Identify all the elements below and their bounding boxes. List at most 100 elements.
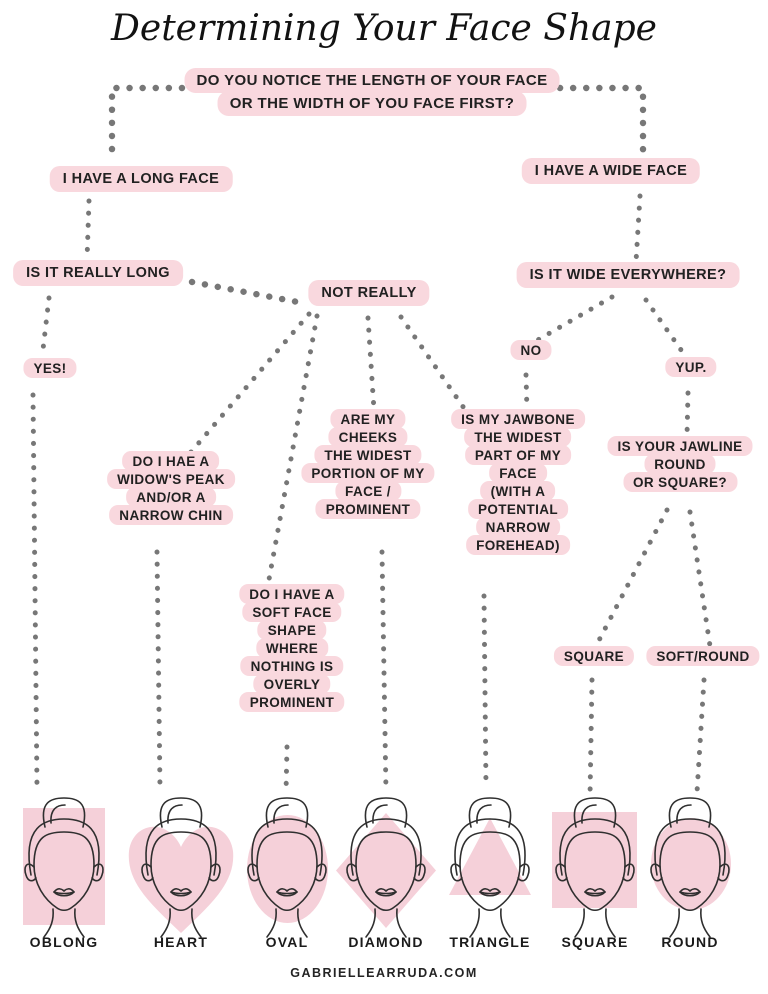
- node-line: FACE /: [335, 481, 401, 501]
- node-really-long: IS IT REALLY LONG: [13, 260, 183, 286]
- node-line: IS YOUR JAWLINE: [607, 436, 753, 456]
- face-label: TRIANGLE: [449, 934, 531, 950]
- connector-no-to-jawbone: [523, 372, 530, 414]
- node-line: IS IT WIDE EVERYWHERE?: [516, 262, 740, 288]
- diamond-face-illustration: [329, 793, 443, 943]
- node-line: NARROW: [475, 517, 561, 537]
- node-line: OVERLY: [253, 674, 331, 694]
- connector-reallylong-to-notreally: [188, 278, 307, 307]
- connector-notreally-to-softface: [265, 313, 320, 588]
- node-line: DO I HAE A: [122, 451, 220, 471]
- face-oblong: OBLONG: [7, 793, 121, 958]
- heart-face-illustration: [124, 793, 238, 943]
- node-wide-everywhere: IS IT WIDE EVERYWHERE?: [516, 262, 740, 288]
- connector-softface-to-oval: [283, 744, 290, 795]
- face-label: OBLONG: [29, 934, 99, 950]
- connector-main-to-wide: [556, 84, 647, 162]
- heart-background-shape: [128, 826, 234, 933]
- node-line: POTENTIAL: [467, 499, 569, 519]
- connector-widow-to-heart: [154, 549, 163, 791]
- node-line: OR THE WIDTH OF YOU FACE FIRST?: [217, 91, 527, 116]
- node-long-face: I HAVE A LONG FACE: [49, 166, 233, 192]
- node-line: CHEEKS: [328, 427, 408, 447]
- connector-jawbone-to-triangle: [481, 593, 489, 789]
- face-label: OVAL: [265, 934, 309, 950]
- face-diamond: DIAMOND: [329, 793, 443, 958]
- connector-notreally-to-cheeks: [365, 315, 377, 413]
- node-yup: YUP.: [665, 357, 717, 377]
- face-round: ROUND: [633, 793, 747, 958]
- face-heart: HEART: [124, 793, 238, 958]
- node-line: SOFT/ROUND: [646, 646, 760, 666]
- connector-everywhere-to-no: [533, 294, 615, 344]
- face-square: SQUARE: [538, 793, 652, 958]
- node-yes: YES!: [23, 358, 77, 378]
- connector-yup-to-jawline: [684, 390, 691, 439]
- node-answer-square: SQUARE: [553, 646, 635, 666]
- square-background-shape: [552, 812, 637, 908]
- node-line: WIDOW'S PEAK: [107, 469, 235, 489]
- face-label: SQUARE: [561, 934, 629, 950]
- node-line: IS MY JAWBONE: [451, 409, 585, 429]
- face-triangle: TRIANGLE: [433, 793, 547, 958]
- node-line: ROUND: [644, 454, 716, 474]
- connector-square-to-squareface: [587, 677, 595, 799]
- node-line: YES!: [23, 358, 77, 378]
- connector-main-to-long: [108, 84, 186, 164]
- node-line: PROMINENT: [315, 499, 421, 519]
- node-no: NO: [510, 340, 552, 360]
- connector-jawline-to-softround: [687, 509, 713, 649]
- website-credit: GABRIELLEARRUDA.COM: [290, 966, 478, 980]
- connector-reallylong-to-yes: [39, 295, 52, 361]
- node-line: PART OF MY: [464, 445, 572, 465]
- face-oval: OVAL: [230, 793, 344, 958]
- node-line: DO I HAVE A: [239, 584, 345, 604]
- node-line: FACE: [489, 463, 547, 483]
- connector-jawline-to-square: [593, 507, 670, 649]
- node-wide-face: I HAVE A WIDE FACE: [521, 158, 701, 184]
- square-face-illustration: [538, 793, 652, 943]
- node-line: FOREHEAD): [466, 535, 570, 555]
- node-line: THE WIDEST: [464, 427, 572, 447]
- node-not-really: NOT REALLY: [308, 280, 430, 306]
- node-line: SHAPE: [257, 620, 327, 640]
- circle-background-shape: [651, 818, 731, 910]
- connector-yes-to-oblong: [30, 392, 40, 791]
- node-line: NO: [510, 340, 552, 360]
- rectangle-background-shape: [23, 808, 105, 925]
- oval-face-illustration: [230, 793, 344, 943]
- node-line: PROMINENT: [239, 692, 345, 712]
- node-line: I HAVE A WIDE FACE: [521, 158, 701, 184]
- triangle-face-illustration: [433, 793, 547, 943]
- connector-notreally-to-jawbone: [398, 314, 469, 414]
- node-line: ARE MY: [330, 409, 406, 429]
- oblong-face-illustration: [7, 793, 121, 943]
- face-label: HEART: [153, 934, 209, 950]
- connector-softround-to-roundface: [694, 677, 707, 795]
- node-line: OR SQUARE?: [622, 472, 737, 492]
- connector-long-to-reallylong: [84, 198, 92, 263]
- face-label: ROUND: [661, 934, 719, 950]
- node-line: PORTION OF MY: [301, 463, 435, 483]
- node-line: NOT REALLY: [308, 280, 430, 306]
- face-label: DIAMOND: [348, 934, 424, 950]
- node-line: WHERE: [255, 638, 329, 658]
- page-title: Determining Your Face Shape: [111, 8, 657, 49]
- round-face-illustration: [633, 793, 747, 943]
- node-line: YUP.: [665, 357, 717, 377]
- node-line: SOFT FACE: [242, 602, 342, 622]
- node-line: IS IT REALLY LONG: [13, 260, 183, 286]
- node-line: NOTHING IS: [240, 656, 344, 676]
- node-line: I HAVE A LONG FACE: [49, 166, 233, 192]
- node-line: THE WIDEST: [314, 445, 422, 465]
- node-line: NARROW CHIN: [109, 505, 233, 525]
- connector-cheeks-to-diamond: [379, 549, 389, 795]
